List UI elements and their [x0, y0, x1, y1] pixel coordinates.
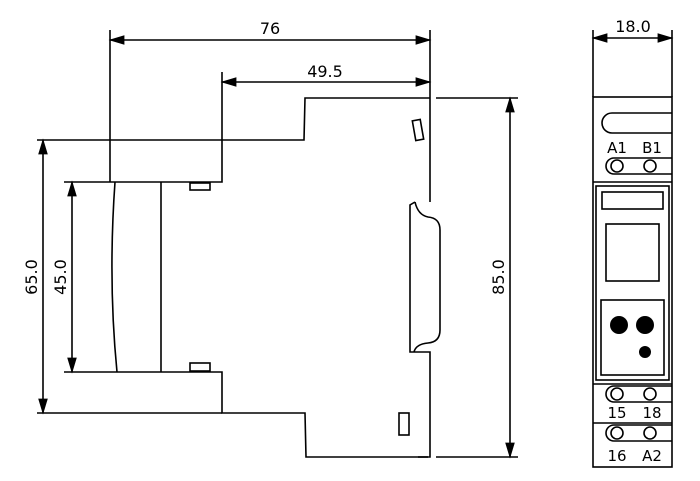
- dimension-49-5: 49.5: [220, 62, 432, 140]
- led-indicator-3: [639, 346, 651, 358]
- terminal-label-b1: B1: [642, 139, 662, 157]
- terminal-screw-a2: [643, 426, 657, 440]
- dimension-label-85: 85.0: [489, 259, 508, 295]
- label-slot: [601, 112, 672, 134]
- terminal-screw-b1: [643, 159, 657, 173]
- latch-top: [189, 182, 211, 191]
- dial-window: [605, 223, 660, 282]
- terminal-label-a2: A2: [642, 447, 662, 465]
- side-view-outline: [110, 97, 431, 458]
- dimension-label-49-5: 49.5: [307, 62, 343, 81]
- terminal-label-16: 16: [607, 447, 626, 465]
- terminal-screw-18: [643, 387, 657, 401]
- dimension-label-45: 45.0: [51, 259, 70, 295]
- front-view: 18.0 A1 B1 15 18 16 A2: [591, 17, 674, 468]
- led-indicator-2: [636, 316, 654, 334]
- dimension-label-18: 18.0: [615, 17, 651, 36]
- release-tab: [411, 118, 425, 142]
- led-indicator-1: [610, 316, 628, 334]
- terminal-label-15: 15: [607, 404, 626, 422]
- dimension-label-65: 65.0: [22, 259, 41, 295]
- front-panel: [595, 185, 670, 381]
- terminal-screw-a1: [610, 159, 624, 173]
- dimension-85: 85.0: [436, 96, 518, 459]
- front-view-outline: [592, 96, 673, 468]
- din-clip: [413, 201, 441, 353]
- terminal-screw-16: [610, 426, 624, 440]
- terminal-screw-15: [610, 387, 624, 401]
- led-panel: [600, 299, 665, 376]
- terminal-label-18: 18: [642, 404, 661, 422]
- latch-bottom: [189, 362, 211, 372]
- dimension-label-76: 76: [260, 19, 280, 38]
- dimension-65: 65.0: [22, 138, 222, 415]
- slot: [398, 412, 410, 436]
- side-view: [110, 97, 441, 458]
- front-cover: [111, 181, 118, 373]
- terminal-label-a1: A1: [607, 139, 627, 157]
- dimension-45: 45.0: [51, 180, 110, 374]
- dimension-76: 76: [108, 19, 432, 182]
- display-window: [601, 191, 664, 210]
